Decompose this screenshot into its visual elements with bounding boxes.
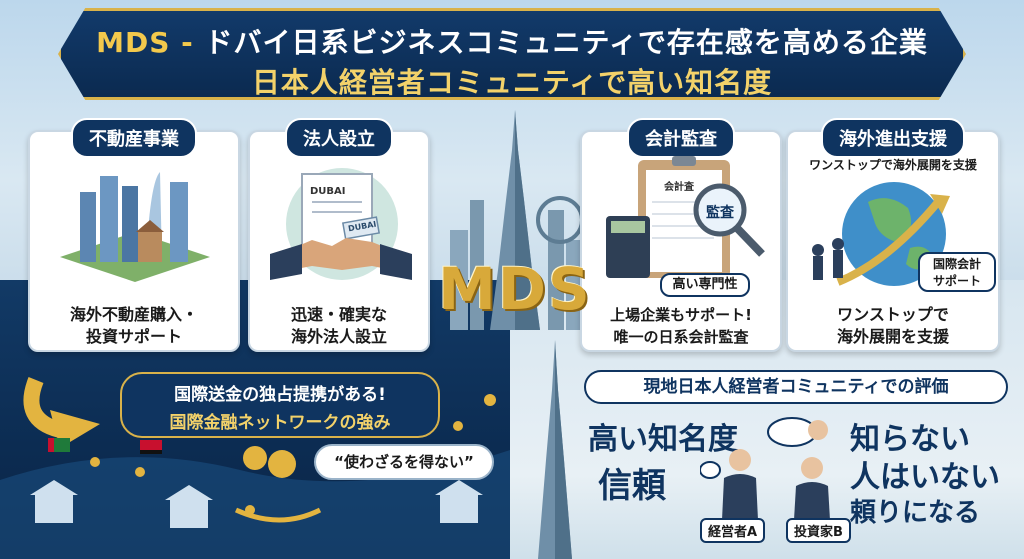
card-text-incorporation-1: 迅速・確実な [290, 305, 387, 324]
audit-icon [606, 156, 765, 278]
card-incorporation: 法人設立 DUBAI DUBAI 迅速・確実な 海外法人設立 [248, 118, 430, 352]
tag-executive-a: 経営者A [700, 518, 766, 543]
header-banner: MDS - ドバイ日系ビジネスコミュニティで存在感を高める企業 日本人経営者コミ… [58, 8, 966, 100]
right-burj-illustration [538, 340, 572, 559]
card-text-overseas-1: ワンストップで [837, 305, 949, 324]
card-audit: 会計監査 会計査 監査 上場企業もサポート! 唯一の日系会計監査 [580, 118, 782, 352]
eval-high-recognition: 高い知名度 [588, 422, 738, 457]
card-text-audit-1: 上場企業もサポート! [610, 306, 752, 324]
card-overseas-expansion: 海外進出支援 ワンストップで海外展開を支援 ワンストップで 海外展開を支援 [786, 118, 1000, 352]
magnifier-label: 監査 [706, 205, 734, 221]
evaluation-title: 現地日本人経営者コミュニティでの評価 [584, 370, 1008, 404]
business-people-illustration [700, 417, 830, 520]
mds-logo: MDS [438, 255, 592, 323]
tag-investor-b: 投資家B [786, 518, 851, 543]
burj-khalifa-illustration [450, 110, 584, 330]
card-real-estate: 不動産事業 海外不動産購入・ 投資サポート [28, 118, 240, 352]
remittance-line2: 国際金融ネットワークの強み [169, 413, 391, 433]
card-text-real-estate-2: 投資サポート [85, 327, 182, 346]
card-text-audit-2: 唯一の日系会計監査 [613, 328, 749, 346]
banner-title: MDS - ドバイ日系ビジネスコミュニティで存在感を高める企業 [61, 21, 963, 61]
remittance-callout: 国際送金の独占提携がある! 国際金融ネットワークの強み [120, 372, 440, 438]
intl-accounting-badge: 国際会計 サポート [918, 252, 996, 292]
intl-accounting-line1: 国際会計 [932, 257, 981, 271]
card-title-overseas: 海外進出支援 [821, 118, 965, 158]
card-title-incorporation: 法人設立 [285, 118, 393, 158]
banner-subtitle: 日本人経営者コミュニティで高い知名度 [251, 66, 773, 99]
card-text-real-estate-1: 海外不動産購入・ [69, 305, 198, 324]
card-title-real-estate: 不動産事業 [71, 118, 197, 158]
remittance-line1: 国際送金の独占提携がある! [174, 385, 386, 405]
card-title-audit: 会計監査 [627, 118, 735, 158]
card-text-incorporation-2: 海外法人設立 [290, 327, 387, 346]
intl-accounting-line2: サポート [932, 274, 981, 288]
clipboard-label: 会計査 [664, 182, 694, 193]
banner-company: MDS - [96, 26, 205, 59]
handshake-icon [270, 168, 412, 280]
expertise-badge: 高い専門性 [660, 273, 750, 297]
quote-bubble: “使わざるを得ない” [314, 444, 494, 480]
eval-trust: 信頼 [598, 466, 666, 506]
card-subtitle-overseas: ワンストップで海外展開を支援 [809, 158, 977, 172]
buildings-icon [60, 172, 210, 282]
document-label: DUBAI [310, 186, 346, 197]
banner-title-rest: ドバイ日系ビジネスコミュニティで存在感を高める企業 [204, 26, 928, 59]
eval-right-line2: 人はいない [850, 460, 1000, 495]
card-text-overseas-2: 海外展開を支援 [836, 327, 949, 346]
eval-right-line1: 知らない [850, 422, 970, 457]
eval-right-line3: 頼りになる [850, 498, 981, 528]
network-map-illustration [0, 377, 510, 559]
